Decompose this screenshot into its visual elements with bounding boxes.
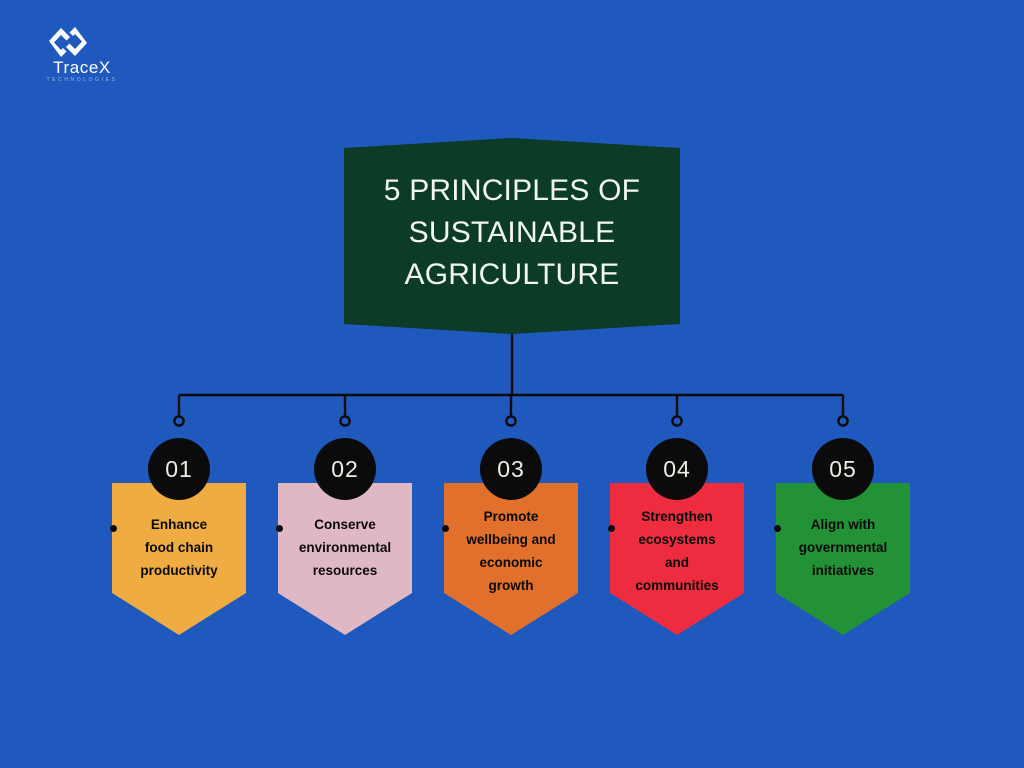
card-bullet-dot: [110, 525, 117, 532]
card-label: Enhance food chain productivity: [140, 517, 218, 578]
card-shape: [776, 483, 910, 635]
page-title: 5 PRINCIPLES OF SUSTAINABLE AGRICULTURE: [383, 174, 641, 291]
card-number-badge: 02: [314, 438, 376, 500]
card-bullet-dot: [774, 525, 781, 532]
connector-ring-node: [671, 415, 683, 427]
card-label: Promote wellbeing and economic growth: [466, 509, 556, 593]
brand-logo: TraceX TECHNOLOGIES: [22, 26, 142, 88]
connector-ring-node: [837, 415, 849, 427]
tracex-logo-icon: [49, 27, 87, 57]
card-bullet-dot: [608, 525, 615, 532]
card-label: Conserve environmental resources: [298, 517, 392, 578]
card-number-badge: 04: [646, 438, 708, 500]
card-bullet-dot: [442, 525, 449, 532]
card-bullet-dot: [276, 525, 283, 532]
title-banner: 5 PRINCIPLES OF SUSTAINABLE AGRICULTURE: [344, 138, 680, 334]
connector-ring-node: [505, 415, 517, 427]
card-label: Strengthen ecosystems and communities: [635, 509, 719, 593]
card-number-badge: 05: [812, 438, 874, 500]
connector-ring-node: [173, 415, 185, 427]
connector-ring-node: [339, 415, 351, 427]
card-number-badge: 01: [148, 438, 210, 500]
card-shape: [610, 483, 744, 635]
brand-name: TraceX: [53, 58, 111, 77]
card-shape: [112, 483, 246, 635]
card-label: Align with governmental initiatives: [798, 517, 888, 578]
card-shape: [444, 483, 578, 635]
card-number-badge: 03: [480, 438, 542, 500]
card-shape: [278, 483, 412, 635]
banner-shape: [344, 138, 680, 334]
brand-tagline: TECHNOLOGIES: [46, 77, 118, 83]
